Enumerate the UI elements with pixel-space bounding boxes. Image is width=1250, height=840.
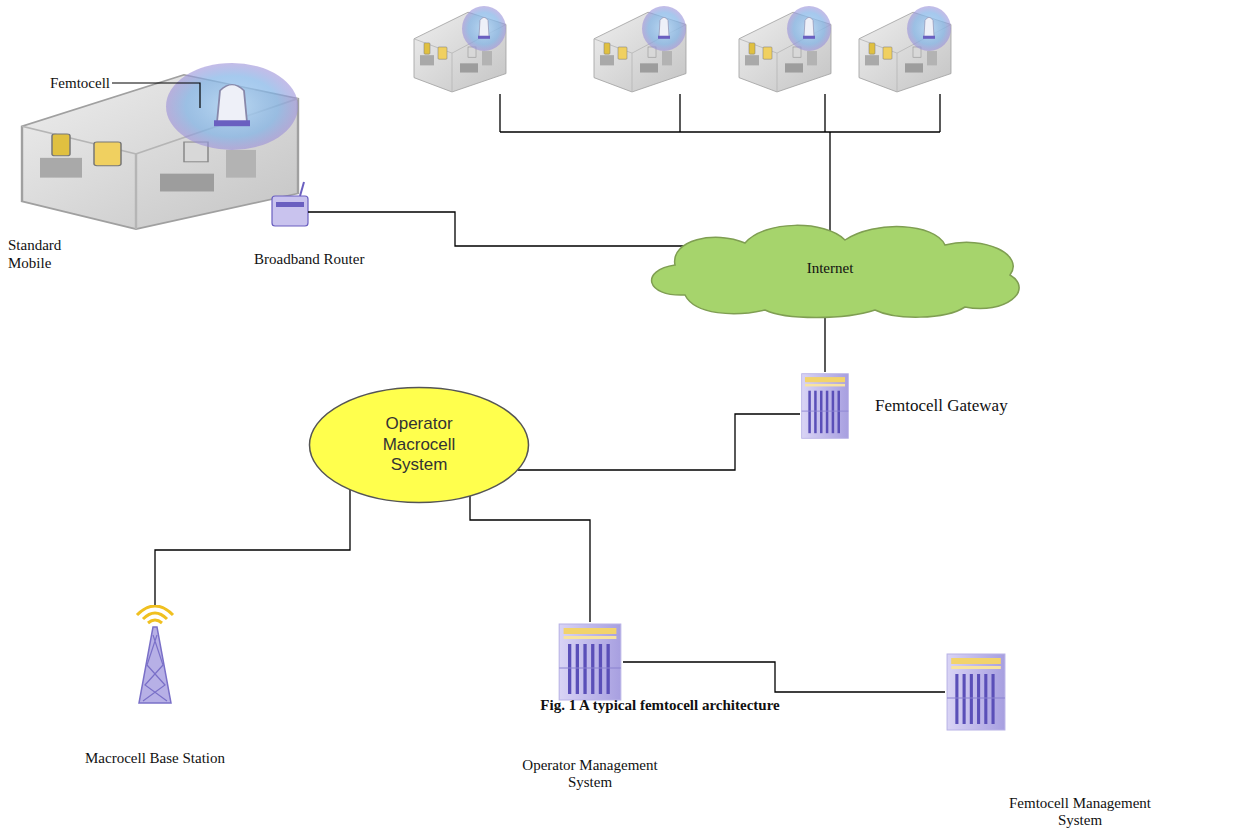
- figure-caption: Fig. 1 A typical femtocell architecture: [440, 697, 880, 714]
- device-label: Broadband Router: [252, 250, 366, 268]
- home-bus-wires: [500, 94, 940, 245]
- management-server-node: Femtocell Management System: [940, 652, 1220, 834]
- home-illustration: [859, 6, 951, 92]
- icon-graphic: [802, 374, 849, 439]
- antenna-tower-icon: [127, 605, 183, 705]
- home-illustration: [22, 63, 298, 229]
- internet-cloud: Internet: [625, 215, 1035, 320]
- icon-graphic: [947, 654, 1005, 730]
- macrocell-system-ellipse: Operator Macrocell System: [308, 386, 530, 504]
- server-icon: [945, 652, 1007, 732]
- base-station-node: Macrocell Base Station: [70, 595, 240, 780]
- icon-graphic: [137, 606, 173, 703]
- connector-line: [518, 414, 800, 470]
- node-label: Operator Management System: [505, 757, 675, 792]
- broadband-router: [272, 182, 308, 226]
- leader-line: [112, 83, 200, 108]
- node-label: Femtocell Gateway: [875, 396, 1060, 416]
- icon-graphic: [559, 624, 621, 700]
- node-label: Femtocell Management System: [992, 795, 1168, 830]
- server-icon: [557, 622, 623, 702]
- connector-line: [623, 662, 945, 692]
- home-illustration: [739, 6, 831, 92]
- gateway-node: Femtocell Gateway: [795, 368, 1065, 444]
- home-illustration: [594, 6, 686, 92]
- ellipse-shape: [310, 388, 529, 503]
- home-illustration: [414, 6, 506, 92]
- node-text: Internet: [807, 259, 854, 277]
- broadband-wire: [308, 212, 700, 246]
- node-text: Operator Macrocell System: [367, 414, 471, 475]
- connector-line: [155, 490, 350, 605]
- callout-label: Femtocell: [48, 74, 112, 92]
- device-label: Standard Mobile: [6, 236, 82, 272]
- connector-line: [470, 496, 590, 622]
- cloud-shape: [652, 225, 1020, 317]
- node-label: Macrocell Base Station: [70, 750, 240, 767]
- management-server-node: Operator Management System: [505, 622, 675, 807]
- server-icon: [800, 372, 850, 440]
